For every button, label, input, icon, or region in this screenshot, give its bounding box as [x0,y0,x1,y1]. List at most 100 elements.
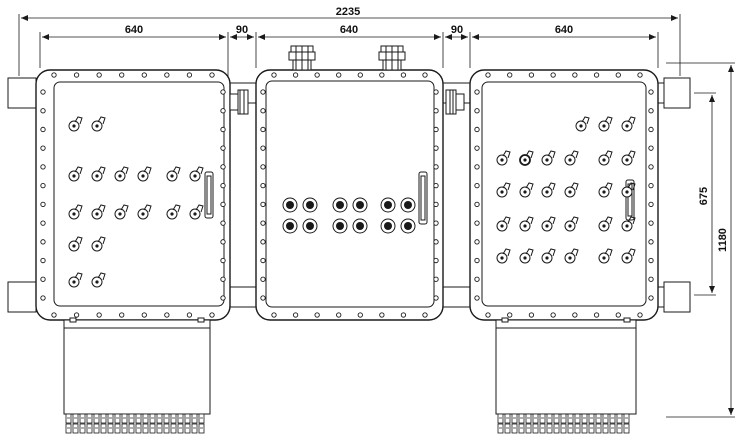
bolt [209,72,215,78]
bolt [209,312,215,318]
bolt [379,72,385,78]
rotary-switch-icon [189,204,204,220]
bolt [260,89,266,95]
terminal-block [107,423,114,434]
terminal-block [100,413,107,424]
indicator-light-icon [332,197,348,213]
bolt [433,182,439,189]
left-terminal-box [63,317,211,415]
bolt [507,72,513,78]
bolt [400,312,407,318]
left-upper-bracket [7,77,37,109]
bolt [474,295,480,301]
overall-width-label: 2235 [336,6,360,18]
terminal-block [511,413,518,424]
terminal-block [588,423,595,434]
bolt [292,312,299,318]
overall-height-label: 1180 [717,228,729,252]
rotary-switch-icon [598,182,613,198]
bolt [474,145,480,151]
terminal-block [532,413,539,424]
rotary-switch-icon [91,272,106,288]
terminal-block [546,423,553,434]
bolt [528,312,535,318]
terminal-block [616,423,623,434]
indicator-light-icon [380,218,396,234]
bolt [379,312,385,318]
bolt [40,239,46,245]
terminal-block [518,413,525,424]
right-terminal-flange [495,319,637,329]
terminal-block [142,423,149,434]
rotary-switch-icon [91,166,106,182]
rotary-switch-icon [114,166,129,182]
terminal-block [553,423,560,434]
bolt [40,89,46,95]
bolt [648,239,654,245]
bolt [40,201,46,208]
terminal-block [602,413,609,424]
terminal-block [79,413,86,424]
bolt [40,257,46,264]
indicator-lights [282,197,416,234]
terminal-block [539,423,546,434]
bolt [220,182,226,189]
right-side-gland-icon [445,89,465,115]
rotary-switch-icon [541,248,556,264]
rotary-switch-icon [496,248,511,264]
bolt [40,126,46,133]
bolt [220,108,226,114]
bolt [648,145,654,151]
bolt [40,295,46,301]
terminal-block [595,413,602,424]
bolt [648,276,654,282]
bolt [40,182,46,189]
rotary-switch-icon [166,166,181,182]
left-control-enclosure [35,69,231,321]
indicator-light-icon [282,197,298,213]
bolt [648,89,654,95]
bolt [186,72,193,78]
bolt [357,72,363,78]
terminal-block [156,423,163,434]
bolt [474,89,480,95]
bolt [96,72,102,78]
bolt [474,239,480,245]
bolt [648,201,654,208]
rotary-switch-icon [541,182,556,198]
terminal-block [128,413,135,424]
bolt [220,89,226,95]
rotary-switch-icon [621,150,636,166]
right-control-enclosure [469,69,659,321]
rotary-switch-icon [598,150,613,166]
center-door-handle[interactable] [418,171,428,225]
left-door-handle[interactable] [204,171,214,219]
rotary-switch-icon [519,150,534,166]
bolt [336,312,342,318]
terminal-block [142,413,149,424]
bolt [51,72,57,78]
terminal-block [149,413,156,424]
right-door-handle[interactable] [625,179,635,221]
right-gap-label: 90 [451,24,463,36]
bolt [40,164,46,170]
terminal-block [616,413,623,424]
rotary-switch-icon [598,216,613,232]
bolt [141,312,147,318]
rotary-switch-icon [496,182,511,198]
bolt [260,276,266,282]
flange-bolts [40,72,654,318]
bolt [550,312,556,318]
bolt [220,126,226,133]
terminal-block [170,413,177,424]
terminal-block [518,423,525,434]
bolt [220,276,226,282]
bolt [474,220,480,226]
terminal-block [609,423,616,434]
terminal-block [184,423,191,434]
indicator-light-icon [332,218,348,234]
terminal-block [553,413,560,424]
bolt [260,239,266,245]
